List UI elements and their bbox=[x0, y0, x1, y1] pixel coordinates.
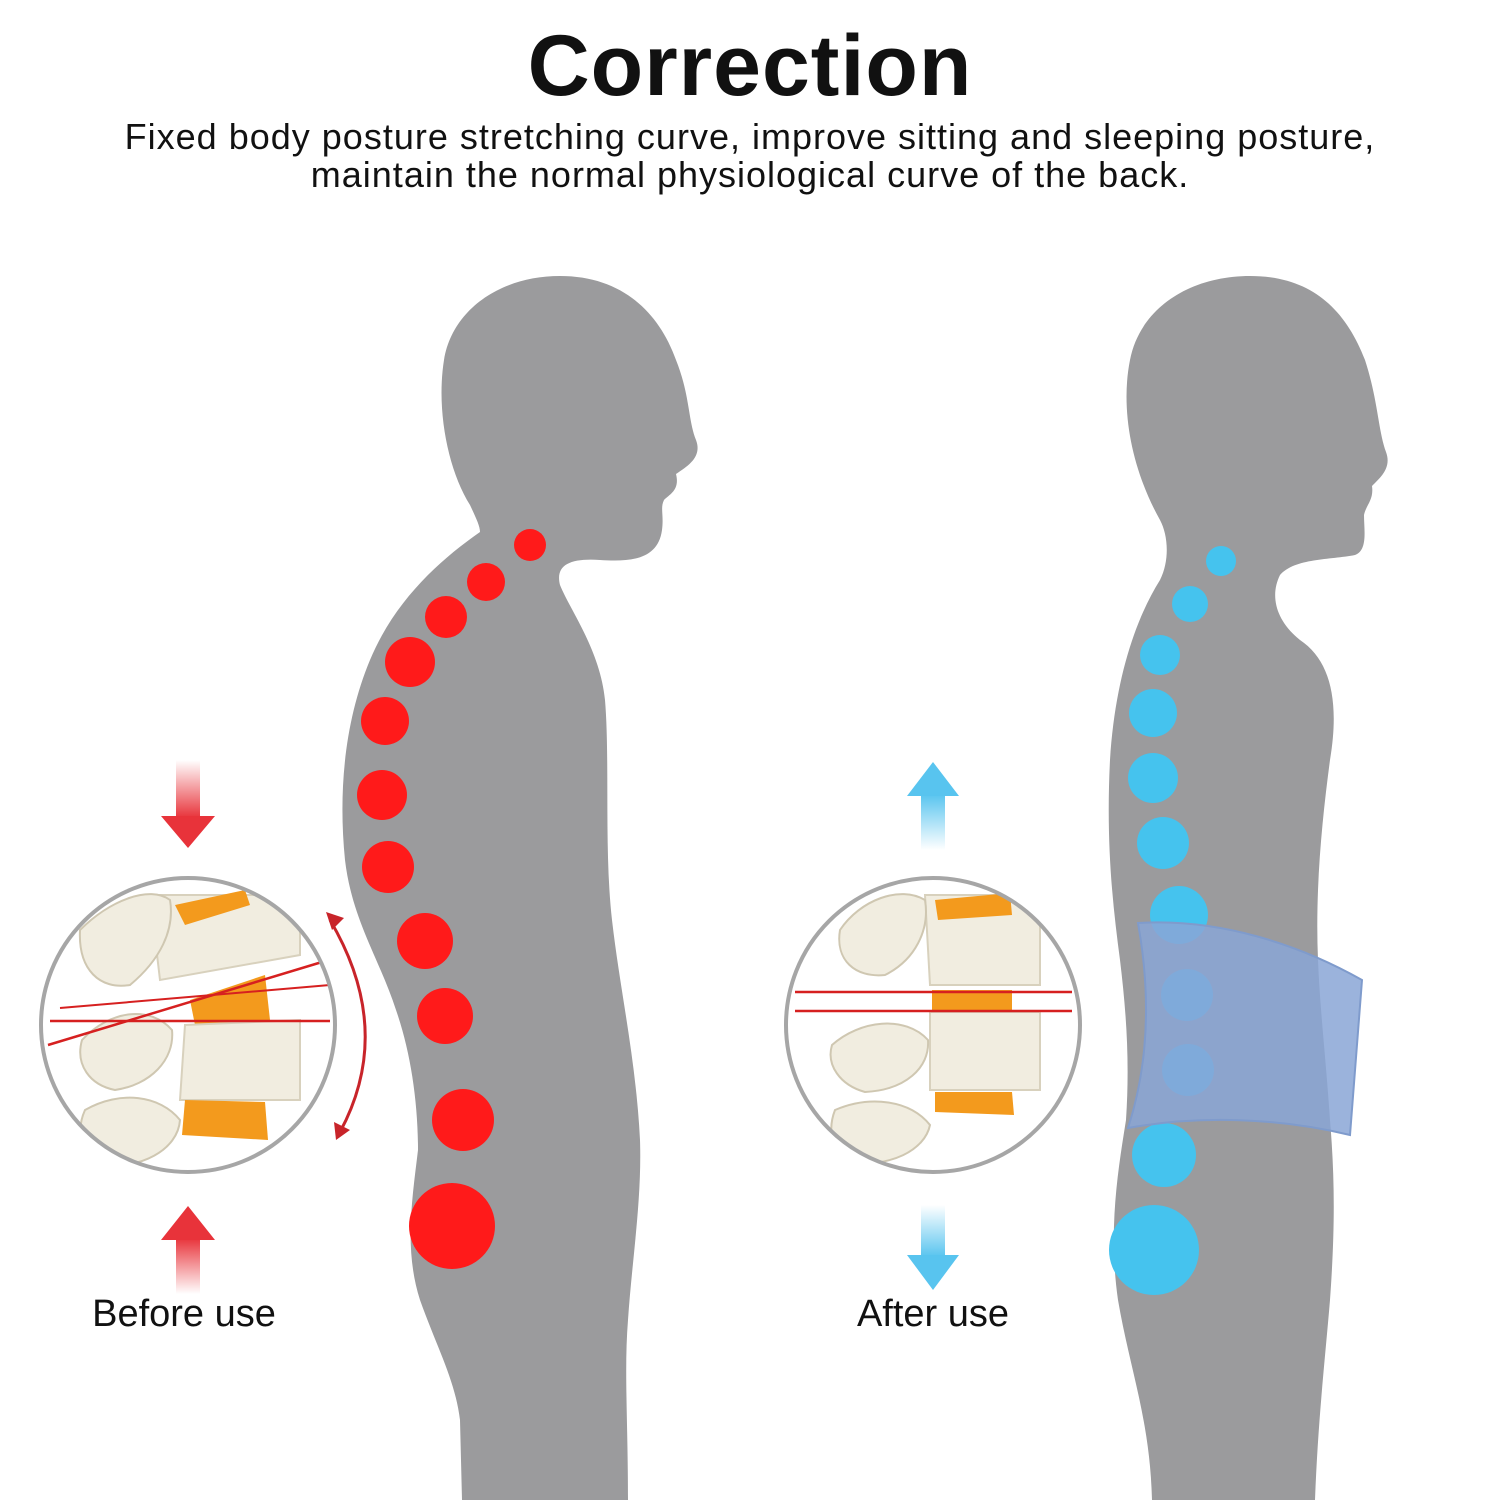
curved-arrow-head-bottom bbox=[334, 1122, 350, 1140]
spine-dot bbox=[409, 1183, 495, 1269]
back-brace bbox=[1126, 921, 1364, 1137]
after-use-label: After use bbox=[856, 1293, 1010, 1335]
spine-dot bbox=[1128, 753, 1178, 803]
spine-dot bbox=[1140, 635, 1180, 675]
after-stretch-arrow-bottom bbox=[907, 1205, 959, 1290]
before-use-label: Before use bbox=[92, 1293, 276, 1335]
before-compress-arrow-top bbox=[161, 760, 215, 848]
spine-dot bbox=[417, 988, 473, 1044]
curved-double-arrow bbox=[328, 919, 367, 1133]
page-subtitle: Fixed body posture stretching curve, imp… bbox=[40, 118, 1460, 194]
spine-dot bbox=[1172, 586, 1208, 622]
before-compress-arrow-bottom bbox=[161, 1206, 215, 1294]
before-spine-dots bbox=[357, 529, 546, 1269]
spine-dot bbox=[1109, 1205, 1199, 1295]
spine-dot bbox=[361, 697, 409, 745]
subtitle-line-1: Fixed body posture stretching curve, imp… bbox=[124, 116, 1376, 157]
curved-arrow-head-top bbox=[326, 912, 344, 930]
spine-dot bbox=[1137, 817, 1189, 869]
page-title: Correction bbox=[527, 18, 973, 114]
spine-dot bbox=[1129, 689, 1177, 737]
before-vertebra-closeup bbox=[39, 876, 337, 1174]
after-body-silhouette bbox=[1108, 276, 1388, 1500]
spine-dot bbox=[467, 563, 505, 601]
spine-dot bbox=[432, 1089, 494, 1151]
spine-dot bbox=[1206, 546, 1236, 576]
after-stretch-arrow-top bbox=[907, 762, 959, 850]
spine-dot bbox=[514, 529, 546, 561]
after-vertebra-closeup bbox=[784, 876, 1082, 1174]
subtitle-line-2: maintain the normal physiological curve … bbox=[310, 154, 1190, 195]
spine-dot bbox=[362, 841, 414, 893]
spine-dot bbox=[1132, 1123, 1196, 1187]
spine-dot bbox=[357, 770, 407, 820]
spine-dot bbox=[425, 596, 467, 638]
spine-dot bbox=[397, 913, 453, 969]
spine-dot bbox=[385, 637, 435, 687]
